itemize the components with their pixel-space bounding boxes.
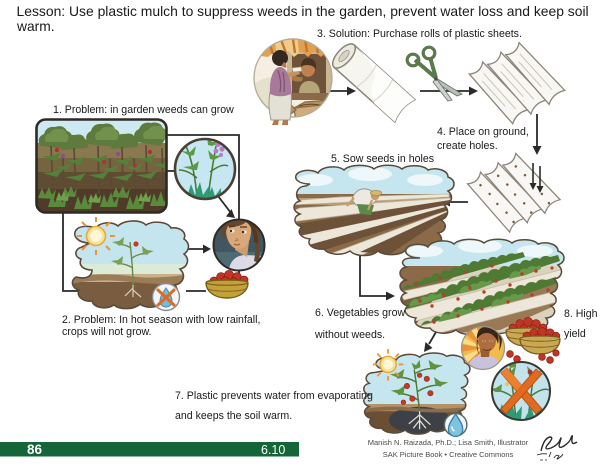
svg-text:warm.: warm.: [16, 19, 55, 34]
svg-text:yield: yield: [564, 328, 586, 340]
svg-text:crops will not grow.: crops will not grow.: [62, 326, 152, 338]
svg-text:SAK Picture Book • Creative Co: SAK Picture Book • Creative Commons: [383, 450, 514, 459]
svg-text:without weeds.: without weeds.: [314, 329, 385, 341]
svg-text:2. Problem: In hot season with: 2. Problem: In hot season with low rainf…: [62, 314, 260, 326]
svg-text:and keeps the soil warm.: and keeps the soil warm.: [175, 410, 292, 422]
svg-text:6. Vegetables grow: 6. Vegetables grow: [315, 307, 405, 319]
svg-text:Lesson: Use plastic mulch to s: Lesson: Use plastic mulch to suppress we…: [17, 3, 589, 19]
svg-text:86: 86: [27, 442, 43, 457]
svg-text:7. Plastic prevents water from: 7. Plastic prevents water from evaporati…: [175, 390, 373, 402]
svg-text:5. Sow seeds in holes: 5. Sow seeds in holes: [331, 153, 434, 165]
svg-text:8. High: 8. High: [564, 308, 598, 320]
svg-text:3. Solution: Purchase rolls of: 3. Solution: Purchase rolls of plastic s…: [317, 28, 522, 40]
svg-text:4. Place on ground,: 4. Place on ground,: [437, 126, 529, 138]
svg-text:Manish N. Raizada, Ph.D.; Lisa: Manish N. Raizada, Ph.D.; Lisa Smith, Il…: [368, 438, 529, 447]
svg-text:create holes.: create holes.: [437, 140, 498, 152]
svg-text:1. Problem: in garden weeds ca: 1. Problem: in garden weeds can grow: [53, 104, 234, 116]
svg-text:6.10: 6.10: [261, 443, 285, 457]
